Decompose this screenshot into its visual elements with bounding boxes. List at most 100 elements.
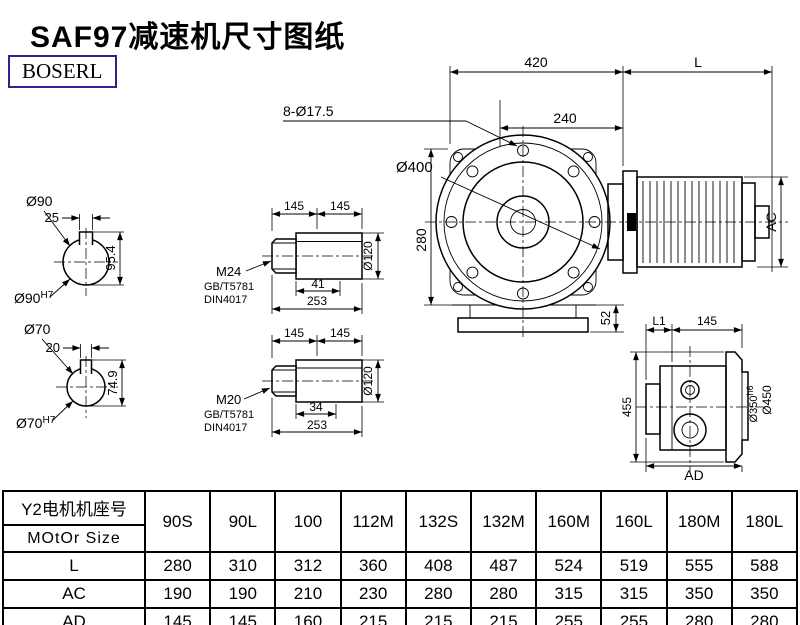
shaft-top-std-din: DIN4017 — [204, 294, 247, 306]
table-row-AD: AD 145 145 160 215 215 215 255 255 280 2… — [2, 607, 799, 625]
shaft-section-70: 20 Ø70 74.9 Ø70H7 — [16, 321, 126, 431]
row-label-AD: AD — [2, 607, 146, 625]
bore-90-label: Ø90H7 — [14, 290, 54, 306]
col-header: 100 — [274, 490, 342, 553]
shaft-top-len-b: 145 — [330, 199, 350, 213]
dim-145-side-label: 145 — [697, 314, 717, 328]
cell-AC: 210 — [274, 579, 342, 609]
cell-AC: 315 — [600, 579, 668, 609]
col-header: 132S — [404, 490, 472, 553]
dim-420-label: 420 — [524, 54, 548, 70]
col-header: 90L — [209, 490, 277, 553]
dim-AD-label: AD — [684, 467, 703, 483]
cell-L: 280 — [143, 551, 212, 581]
shaft-bottom-std-din: DIN4017 — [204, 422, 247, 434]
cell-AD: 145 — [143, 607, 212, 625]
table-header-row: Y2电机机座号 MOtOr Size 90S 90L 100 112M 132S… — [2, 490, 799, 553]
col-header: 180L — [730, 490, 799, 553]
shaft-bottom-dia: Ø120 — [361, 366, 375, 396]
side-view-dimensions: L1 145 455 Ø350h6 Ø450 AD — [620, 314, 774, 483]
shaft-bottom-total-len: 253 — [307, 418, 327, 432]
dia-70-label: Ø70 — [24, 321, 51, 337]
shaft-bottom-thread: M20 — [216, 392, 241, 407]
cell-AC: 190 — [143, 579, 212, 609]
cell-AC: 280 — [404, 579, 472, 609]
col-header: 132M — [469, 490, 538, 553]
cell-AD: 255 — [535, 607, 603, 625]
front-view-dimensions: 420 L 240 8-Ø17.5 Ø400 280 52 AC — [283, 54, 788, 333]
dim-455-label: 455 — [620, 397, 634, 417]
shaft-bottom-std-gb: GB/T5781 — [204, 409, 254, 421]
row-label-L: L — [2, 551, 146, 581]
table-row-L: L 280 310 312 360 408 487 524 519 555 58… — [2, 551, 799, 581]
page-title: SAF97减速机尺寸图纸 — [30, 21, 346, 54]
cell-AC: 190 — [209, 579, 277, 609]
cell-L: 555 — [665, 551, 733, 581]
motor-fins — [642, 181, 735, 263]
cell-L: 312 — [274, 551, 342, 581]
hollow-shaft-bottom: 145 145 Ø120 M20 GB/T5781 DIN4017 34 253 — [204, 326, 384, 437]
bore-70-label: Ø70H7 — [16, 415, 56, 431]
cell-L: 360 — [339, 551, 407, 581]
cell-AC: 315 — [535, 579, 603, 609]
cell-L: 310 — [209, 551, 277, 581]
col-header: 160M — [535, 490, 603, 553]
cell-L: 519 — [600, 551, 668, 581]
col-header: 180M — [665, 490, 733, 553]
technical-drawing: 420 L 240 8-Ø17.5 Ø400 280 52 AC — [14, 54, 788, 483]
key-width-70-label: 20 — [46, 340, 60, 355]
cell-AD: 215 — [339, 607, 407, 625]
cell-AD: 255 — [600, 607, 668, 625]
motor-size-header-cn: Y2电机机座号 — [4, 492, 144, 526]
cell-AD: 215 — [404, 607, 472, 625]
dia-90-label: Ø90 — [26, 193, 53, 209]
cell-AC: 350 — [665, 579, 733, 609]
cell-L: 524 — [535, 551, 603, 581]
cell-L: 408 — [404, 551, 472, 581]
dim-240-label: 240 — [553, 110, 577, 126]
col-header: 90S — [143, 490, 212, 553]
dim-L1-label: L1 — [652, 314, 666, 328]
side-flange-dia-label: Ø450 — [760, 385, 774, 415]
hollow-shaft-top: 145 145 Ø120 M24 GB/T5781 DIN4017 41 253 — [204, 199, 384, 314]
motor-size-table: Y2电机机座号 MOtOr Size 90S 90L 100 112M 132S… — [2, 490, 799, 625]
table-row-AC: AC 190 190 210 230 280 280 315 315 350 3… — [2, 579, 799, 609]
cell-AC: 280 — [469, 579, 538, 609]
cell-AD: 280 — [730, 607, 799, 625]
shaft-bottom-thread-len: 34 — [309, 400, 323, 414]
shaft-top-std-gb: GB/T5781 — [204, 281, 254, 293]
key-width-90-label: 25 — [45, 210, 59, 225]
shaft-top-thread: M24 — [216, 264, 241, 279]
shaft-top-dia: Ø120 — [361, 241, 375, 271]
motor-size-header-en: MOtOr Size — [27, 530, 121, 547]
cell-AC: 230 — [339, 579, 407, 609]
flange-dia-label: Ø400 — [396, 159, 433, 176]
dim-280-label: 280 — [413, 228, 429, 252]
col-header: 112M — [339, 490, 407, 553]
side-view — [636, 346, 762, 472]
key-depth-70-label: 74.9 — [105, 370, 120, 395]
shaft-section-90: 25 Ø90 95.4 Ø90H7 — [14, 193, 124, 306]
shaft-bottom-len-a: 145 — [284, 326, 304, 340]
cell-AD: 145 — [209, 607, 277, 625]
cell-AC: 350 — [730, 579, 799, 609]
dim-52-label: 52 — [598, 311, 613, 325]
cell-AD: 160 — [274, 607, 342, 625]
shaft-top-total-len: 253 — [307, 294, 327, 308]
shaft-top-len-a: 145 — [284, 199, 304, 213]
dim-L-label: L — [694, 54, 702, 70]
motor-size-header: Y2电机机座号 MOtOr Size — [2, 490, 146, 553]
bolt-callout-label: 8-Ø17.5 — [283, 103, 334, 119]
dim-AC-label: AC — [763, 212, 779, 231]
spigot-dia-label: Ø350h6 — [745, 386, 760, 423]
shaft-top-thread-len: 41 — [311, 277, 325, 291]
shaft-bottom-len-b: 145 — [330, 326, 350, 340]
cell-AD: 215 — [469, 607, 538, 625]
key-depth-90-label: 95.4 — [103, 245, 118, 270]
row-label-AC: AC — [2, 579, 146, 609]
cell-L: 588 — [730, 551, 799, 581]
brand-logo: BOSERL — [8, 55, 117, 88]
cell-AD: 280 — [665, 607, 733, 625]
col-header: 160L — [600, 490, 668, 553]
cell-L: 487 — [469, 551, 538, 581]
